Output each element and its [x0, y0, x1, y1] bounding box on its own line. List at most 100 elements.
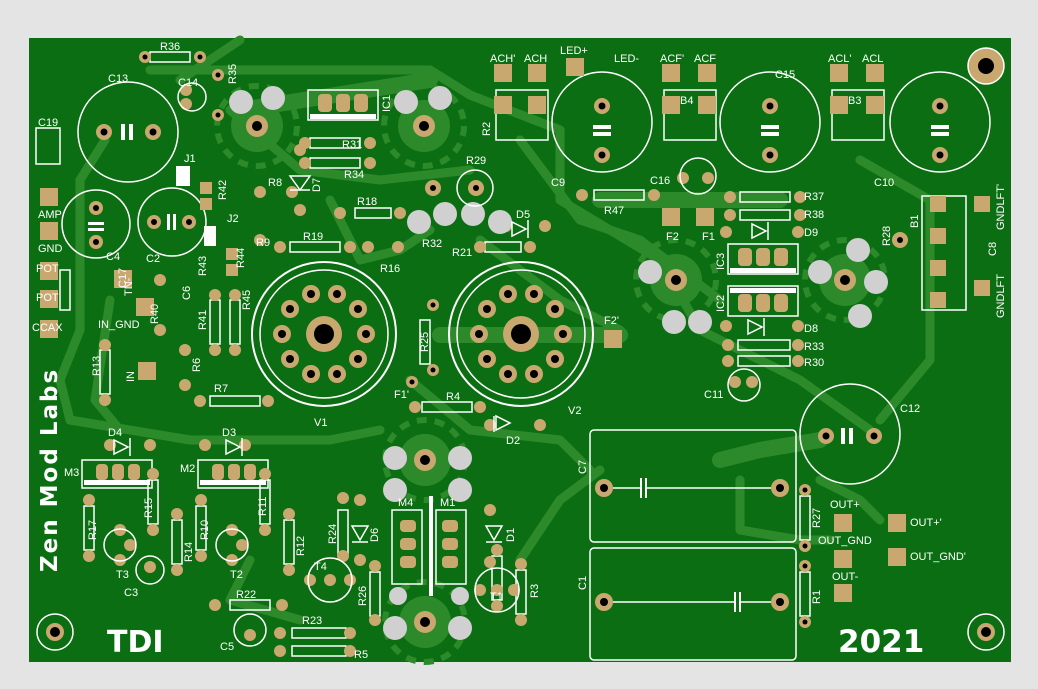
tube-socket-v2: [448, 261, 594, 407]
capacitor-c2: [137, 187, 207, 257]
label-c13: C13: [108, 73, 128, 85]
capacitor-c12: [799, 383, 901, 485]
label-d5: D5: [516, 209, 530, 221]
label-r14: R14: [183, 542, 195, 562]
label-r13: R13: [91, 356, 103, 376]
label-r9: R9: [256, 237, 270, 249]
via-holes: [142, 54, 903, 625]
label-c5: C5: [220, 641, 234, 653]
label-f1-prime: F1': [394, 389, 409, 401]
capacitor-c15: [719, 71, 821, 173]
label-pot-1: POT: [36, 263, 59, 275]
label-j2: J2: [227, 213, 239, 225]
label-c7: C7: [577, 460, 589, 474]
label-r26: R26: [357, 586, 369, 606]
label-c19: C19: [38, 117, 58, 129]
mounting-holes: [36, 47, 1005, 651]
label-c16: C16: [650, 175, 670, 187]
label-r30: R30: [804, 357, 824, 369]
tube-socket-v1: [251, 261, 397, 407]
label-led-minus: LED-: [614, 53, 639, 65]
label-r5: R5: [354, 649, 368, 661]
capacitor-c13: [77, 81, 179, 183]
label-c1: C1: [577, 576, 589, 590]
label-ic1: IC1: [381, 95, 393, 112]
label-v2: V2: [568, 405, 581, 417]
label-in: IN: [125, 371, 137, 382]
label-d7: D7: [311, 178, 323, 192]
label-f2-prime: F2': [604, 315, 619, 327]
label-j1: J1: [184, 153, 196, 165]
label-d6: D6: [369, 528, 381, 542]
label-d8: D8: [804, 323, 818, 335]
label-t2: T2: [230, 569, 243, 581]
label-r23: R23: [302, 615, 322, 627]
label-r45: R45: [241, 290, 253, 310]
label-acl: ACL: [862, 53, 883, 65]
year-label: 2021: [838, 624, 924, 660]
label-r31: R31: [342, 139, 362, 151]
label-r32: R32: [422, 238, 442, 250]
label-c15: C15: [775, 69, 795, 81]
pads: [40, 58, 990, 602]
label-r7: R7: [214, 383, 228, 395]
label-d4: D4: [108, 427, 122, 439]
label-v1: V1: [314, 417, 327, 429]
project-label: TDI: [107, 625, 164, 660]
label-r42: R42: [217, 180, 229, 200]
label-d9: D9: [804, 227, 818, 239]
label-c4: C4: [106, 251, 120, 263]
label-ccax: CCAX: [32, 322, 63, 334]
label-r17: R17: [87, 520, 99, 540]
component-labels: R36 C13 C14 R35 C19 J1 R42 J2 AMP GND C4…: [32, 41, 1007, 661]
label-r19: R19: [303, 231, 323, 243]
label-r29: R29: [466, 155, 486, 167]
label-d3: D3: [222, 427, 236, 439]
label-gnd: GND: [38, 243, 63, 255]
label-r44: R44: [235, 248, 247, 268]
label-r35: R35: [227, 64, 239, 84]
label-r3: R3: [529, 584, 541, 598]
label-t1: T1: [490, 591, 503, 603]
label-r41: R41: [197, 310, 209, 330]
label-r21: R21: [452, 247, 472, 259]
label-pot-2: POT: [36, 292, 59, 304]
label-r11: R11: [257, 497, 269, 516]
label-amp: AMP: [38, 209, 62, 221]
capacitor-c9: [551, 71, 653, 173]
label-out-plus: OUT+: [830, 499, 860, 511]
label-r43: R43: [197, 256, 209, 276]
film-capacitor-c7: [589, 429, 797, 543]
label-r18: R18: [357, 196, 377, 208]
label-m2: M2: [180, 463, 195, 475]
label-led-plus: LED+: [560, 45, 588, 57]
label-m1: M1: [440, 497, 455, 509]
label-gndlft-prime: GNDLFT': [995, 184, 1007, 230]
label-r25: R25: [419, 332, 431, 352]
label-ach-prime: ACH': [490, 53, 515, 65]
label-r24: R24: [327, 524, 339, 544]
label-ach: ACH: [524, 53, 547, 65]
label-m4: M4: [398, 497, 413, 509]
label-acl-prime: ACL': [828, 53, 852, 65]
label-gndlft: GNDLFT: [995, 274, 1007, 318]
label-t3: T3: [116, 569, 129, 581]
label-r10: R10: [199, 520, 211, 540]
label-r16: R16: [380, 263, 400, 275]
capacitor-c10: [889, 71, 991, 173]
label-acf: ACF: [694, 53, 716, 65]
label-in-gnd: IN_GND: [98, 319, 140, 331]
label-r27: R27: [811, 508, 823, 528]
label-r22: R22: [236, 589, 256, 601]
label-r37: R37: [804, 191, 824, 203]
label-b1: B1: [909, 215, 921, 228]
label-r33: R33: [804, 341, 824, 353]
label-m3: M3: [64, 467, 79, 479]
label-r15: R15: [143, 498, 155, 518]
label-r36: R36: [160, 41, 180, 53]
label-c17: C17: [117, 268, 129, 288]
label-c11: C11: [704, 389, 723, 401]
label-r34: R34: [344, 169, 364, 181]
label-c12: C12: [900, 403, 920, 415]
label-c2: C2: [146, 253, 160, 265]
